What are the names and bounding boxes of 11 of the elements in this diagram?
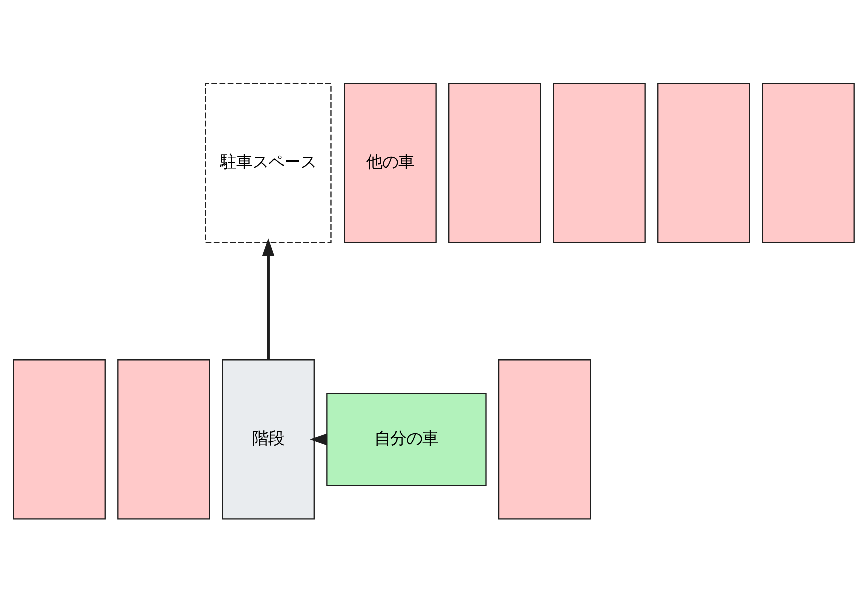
node-box <box>657 83 750 244</box>
node-box <box>552 83 646 244</box>
arrow <box>262 238 274 360</box>
node-box <box>448 83 541 244</box>
node-box: 他の車 <box>344 83 436 244</box>
node-box <box>498 360 591 520</box>
node-box: 階段 <box>222 360 314 520</box>
node-box <box>762 83 854 244</box>
node-box: 駐車スペース <box>204 83 332 244</box>
node-box <box>117 360 210 520</box>
node-box <box>12 360 106 520</box>
